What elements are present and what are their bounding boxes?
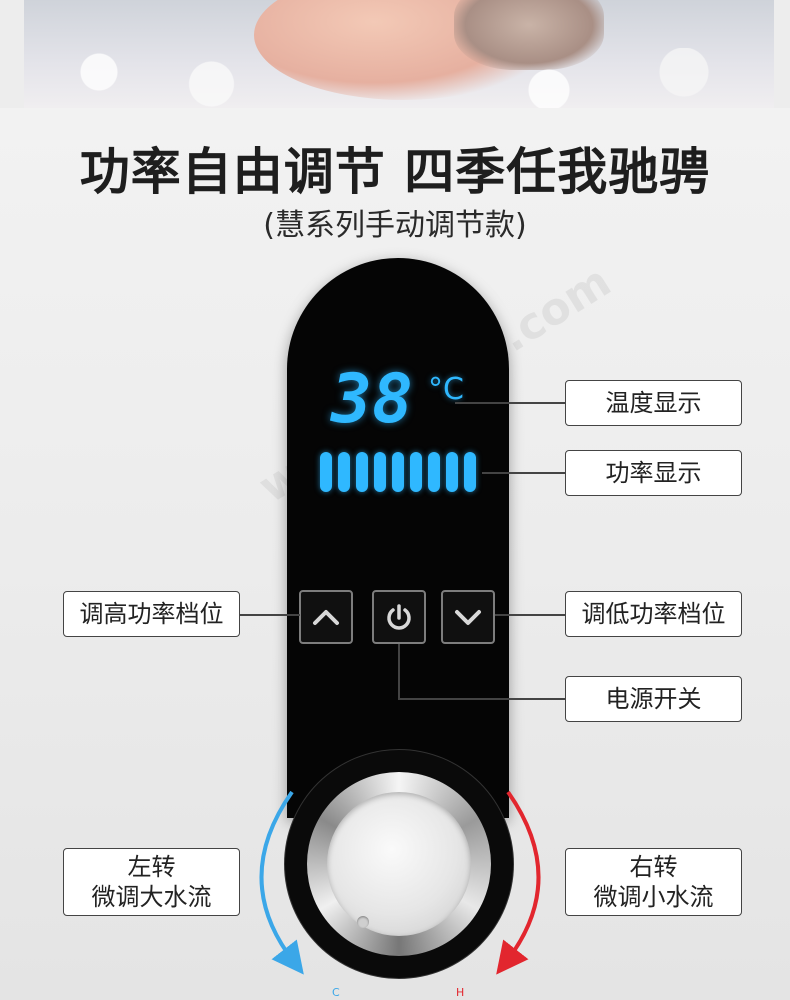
callout-rotate-left-line2: 微调大水流 (91, 883, 212, 911)
power-bar (410, 452, 422, 492)
temperature-unit: °C (428, 372, 464, 407)
power-switch-button[interactable] (372, 590, 426, 644)
knob-indicator-dot (357, 916, 369, 928)
hot-label: H (456, 986, 465, 999)
power-bar (320, 452, 332, 492)
subline: (慧系列手动调节款) (263, 208, 527, 243)
rotation-arrows (259, 790, 541, 975)
power-bar (356, 452, 368, 492)
callout-rotate-right-line1: 右转 (629, 853, 678, 881)
power-bar (392, 452, 404, 492)
temperature-readout: 38 (331, 360, 413, 439)
power-icon (387, 604, 411, 630)
power-bar (464, 452, 476, 492)
chevron-up-icon (313, 610, 339, 625)
bath-photo (24, 0, 774, 108)
flow-knob[interactable] (327, 792, 471, 936)
leader-power (482, 472, 565, 474)
callout-temperature: 温度显示 (565, 380, 742, 426)
leader-onoff-horizontal (398, 698, 565, 700)
left-rotate-arrow (259, 790, 304, 975)
callout-rotate-left: 左转 微调大水流 (63, 848, 240, 916)
power-bar (374, 452, 386, 492)
leader-up (240, 614, 300, 616)
callout-rotate-right: 右转 微调小水流 (565, 848, 742, 916)
power-level-bars (320, 452, 480, 492)
right-rotate-arrow (496, 790, 541, 975)
callout-power-up: 调高功率档位 (63, 591, 240, 637)
power-bar (428, 452, 440, 492)
leader-temp (455, 402, 565, 404)
control-panel (287, 258, 509, 818)
leader-onoff-vertical (398, 644, 400, 699)
photo-foam (24, 48, 774, 108)
callout-power: 功率显示 (565, 450, 742, 496)
callout-rotate-left-line1: 左转 (127, 853, 176, 881)
power-bar (338, 452, 350, 492)
leader-down (495, 614, 565, 616)
callout-power-switch: 电源开关 (565, 676, 742, 722)
power-up-button[interactable] (299, 590, 353, 644)
power-bar (446, 452, 458, 492)
cold-label: C (332, 986, 340, 999)
callout-power-down: 调低功率档位 (565, 591, 742, 637)
headline: 功率自由调节 四季任我驰骋 (79, 143, 711, 201)
power-down-button[interactable] (441, 590, 495, 644)
callout-rotate-right-line2: 微调小水流 (593, 883, 714, 911)
chevron-down-icon (455, 610, 481, 625)
